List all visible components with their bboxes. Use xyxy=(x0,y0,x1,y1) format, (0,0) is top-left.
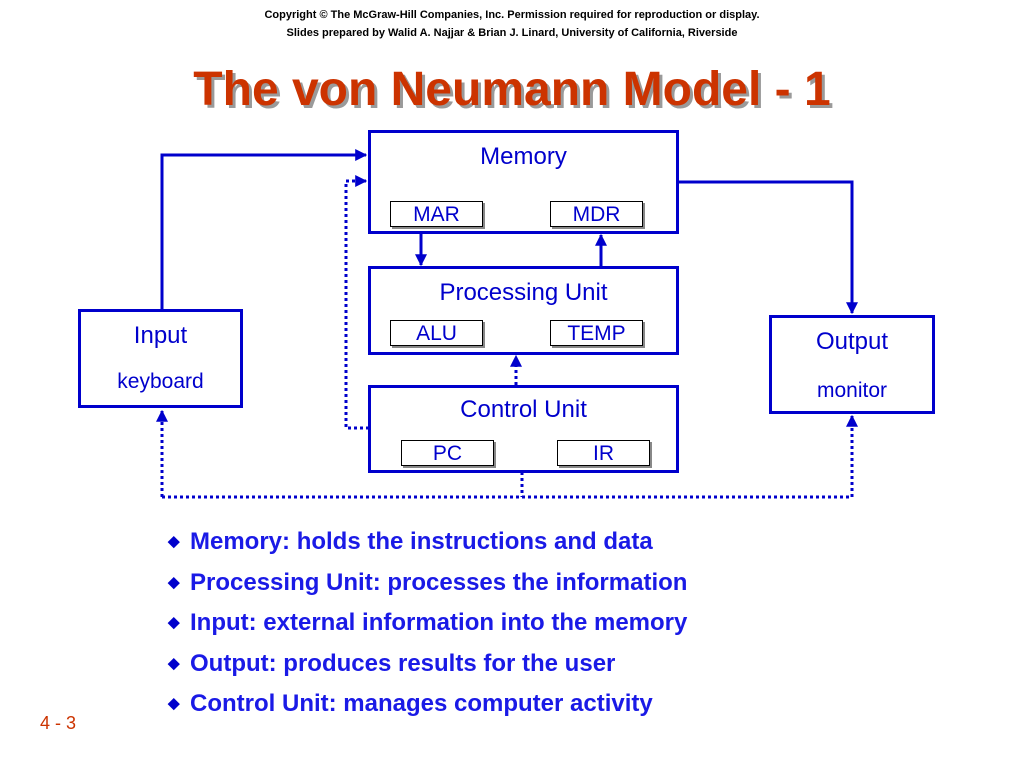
bullet-list: ◆ Memory: holds the instructions and data… xyxy=(168,528,687,731)
memory-label: Memory xyxy=(480,143,567,170)
diamond-bullet-icon: ◆ xyxy=(168,614,180,631)
bullet-text: Control Unit: manages computer activity xyxy=(190,690,653,717)
wire-input-to-memory xyxy=(160,149,368,310)
input-label: Input xyxy=(133,322,188,349)
bullet-text: Processing Unit: processes the informati… xyxy=(190,568,688,596)
diamond-bullet-icon: ◆ xyxy=(168,573,180,591)
bullet-item: ◆ Control Unit: manages computer activity xyxy=(168,690,687,731)
diamond-bullet-icon: ◆ xyxy=(168,654,180,672)
bullet-text: Output: produces results for the user xyxy=(190,649,616,677)
output-label: Output xyxy=(815,328,889,355)
ir-register: IR xyxy=(557,440,650,466)
bullet-text: Memory: holds the instructions and data xyxy=(190,528,653,555)
mdr-register: MDR xyxy=(550,201,643,227)
diamond-bullet-icon: ◆ xyxy=(168,533,180,550)
bullet-item: ◆ Processing Unit: processes the informat… xyxy=(168,569,687,610)
input-box: Input keyboard xyxy=(78,309,243,408)
copyright-line: Copyright © The McGraw-Hill Companies, I… xyxy=(264,9,760,21)
bullet-item: ◆ Output: produces results for the user xyxy=(168,650,687,691)
bullet-item: ◆ Memory: holds the instructions and data xyxy=(168,528,687,569)
output-box: Output monitor xyxy=(769,315,935,414)
output-device: monitor xyxy=(816,379,888,402)
page-number: 4 - 3 xyxy=(40,713,77,733)
input-device: keyboard xyxy=(117,370,204,393)
bullet-item: ◆ Input: external information into the me… xyxy=(168,609,687,650)
mar-register: MAR xyxy=(390,201,483,227)
bullet-text: Input: external information into the mem… xyxy=(190,609,688,636)
wire-control-to-memory xyxy=(344,175,369,430)
wire-memory-to-output xyxy=(679,180,858,315)
processing-unit-box: Processing Unit ALU TEMP xyxy=(368,266,679,355)
temp-register: TEMP xyxy=(550,320,643,346)
slide-title: The von Neumann Model - 1 xyxy=(193,63,831,116)
pc-register: PC xyxy=(401,440,494,466)
memory-box: Memory MAR MDR xyxy=(368,130,679,234)
control-unit-box: Control Unit PC IR xyxy=(368,385,679,473)
prepared-by-line: Slides prepared by Walid A. Najjar & Bri… xyxy=(286,27,738,39)
alu-register: ALU xyxy=(390,320,483,346)
diamond-bullet-icon: ◆ xyxy=(168,695,180,712)
processing-unit-label: Processing Unit xyxy=(439,279,608,306)
control-unit-label: Control Unit xyxy=(460,396,587,423)
